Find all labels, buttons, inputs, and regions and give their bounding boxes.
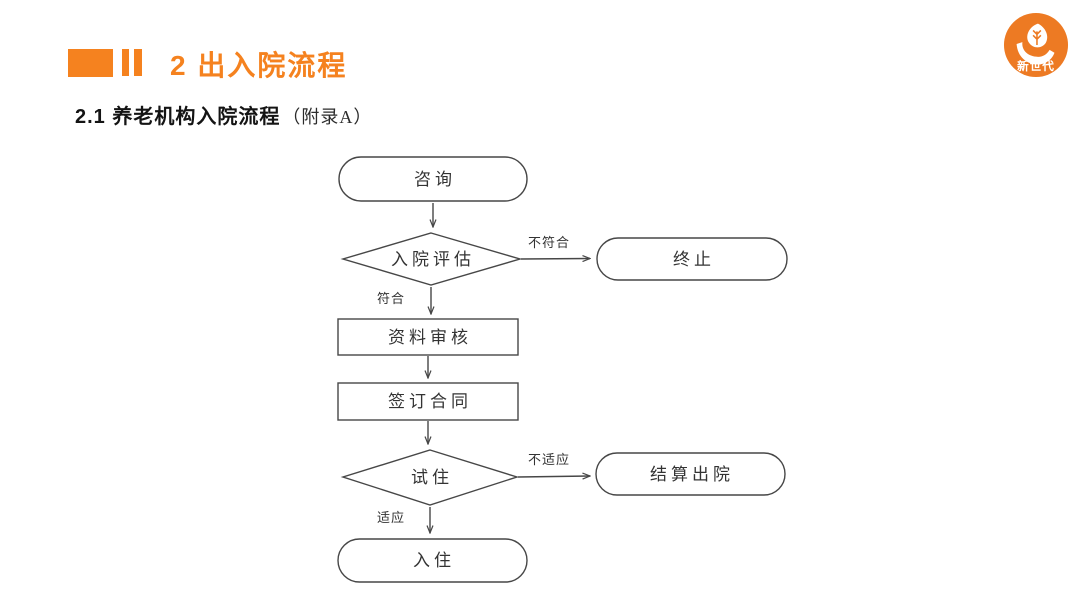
- edge-assess-to-terminate: [520, 259, 590, 260]
- logo-twig-icon: [1032, 29, 1042, 45]
- node-terminate-label: 终止: [673, 250, 715, 269]
- node-movein-label: 入住: [413, 551, 455, 570]
- node-review-shape: [337, 318, 519, 356]
- node-settle-shape: [595, 452, 786, 496]
- node-contract-shape: [337, 382, 519, 421]
- edge-label-qualified: 符合: [377, 291, 405, 306]
- node-settle-label: 结算出院: [650, 465, 734, 484]
- node-movein-shape: [337, 538, 528, 583]
- title-decor-bar-1: [122, 49, 129, 76]
- title-decor-block: [68, 49, 113, 77]
- node-consult-shape: [338, 156, 528, 202]
- edge-label-adapted: 适应: [377, 510, 405, 525]
- slide-subtitle: 2.1 养老机构入院流程（附录A）: [75, 100, 372, 129]
- logo-hand-icon: [1016, 42, 1055, 65]
- node-trial-shape: [340, 449, 520, 506]
- logo-icon: 新世代: [1003, 12, 1069, 78]
- node-trial-label: 试住: [411, 468, 453, 487]
- subtitle-note: （附录A）: [282, 107, 373, 127]
- node-review-label: 资料审核: [388, 328, 472, 347]
- edge-label-not-adapted: 不适应: [528, 452, 570, 467]
- node-terminate-shape: [596, 237, 788, 281]
- node-consult-label: 咨询: [414, 170, 456, 189]
- edge-trial-to-settle: [517, 476, 590, 477]
- subtitle-text: 2.1 养老机构入院流程: [75, 106, 281, 128]
- node-contract-label: 签订合同: [388, 392, 472, 411]
- title-decor-bar-2: [134, 49, 142, 76]
- node-assess-shape: [340, 232, 523, 286]
- edge-label-not-qualified: 不符合: [528, 235, 570, 250]
- company-logo: 新世代: [1003, 12, 1069, 78]
- logo-text: 新世代: [1017, 59, 1055, 73]
- node-assess-label: 入院评估: [391, 250, 475, 269]
- slide-title: 2 出入院流程: [170, 50, 348, 81]
